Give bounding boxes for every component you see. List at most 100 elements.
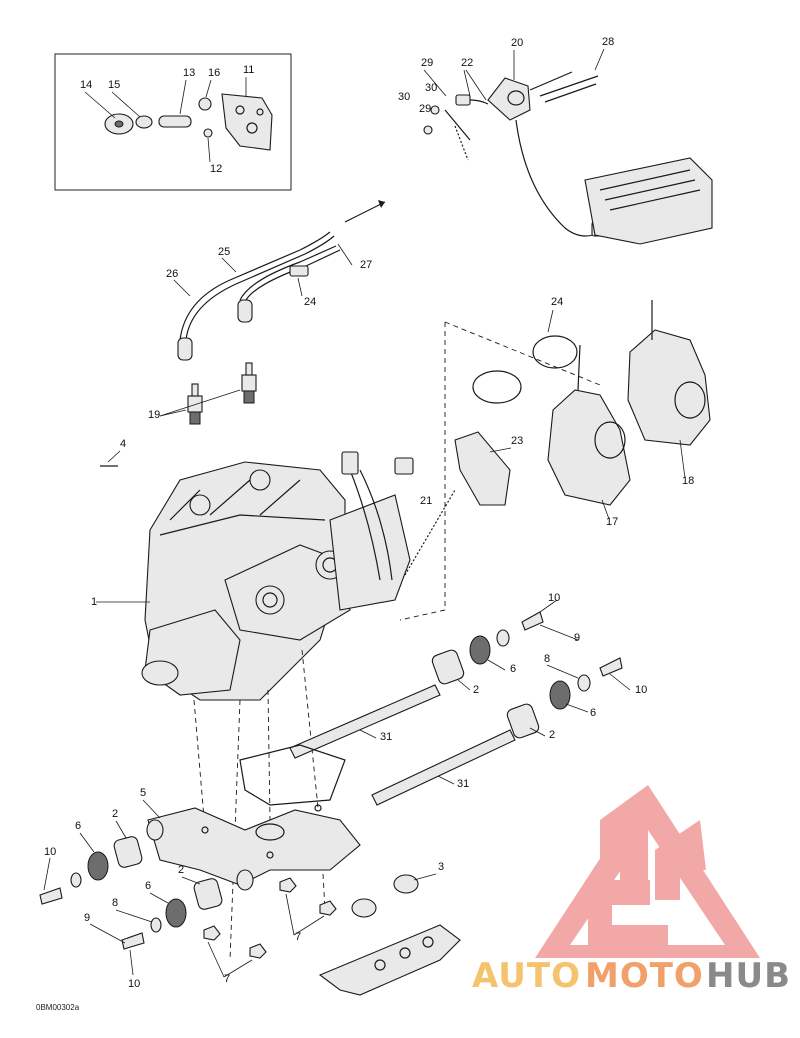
part-7-nut-b [319,900,337,916]
mount-shafts [289,684,516,806]
callout-c28: 28 [602,36,614,48]
crankshaft-end [141,660,179,686]
part-6-damper-c [87,851,109,881]
spark-plug-1-body [187,395,203,413]
watermark-logo [535,785,760,958]
callout-c30b: 30 [398,91,410,103]
callout-c10d: 10 [128,978,140,990]
lower-bracket [203,873,461,996]
callout-c10b: 10 [635,684,647,696]
clamp-small [532,335,578,369]
callout-c10c: 10 [44,846,56,858]
callout-c8a: 8 [544,653,550,665]
callout-c29a: 29 [421,57,433,69]
callout-c7b: 7 [224,973,230,985]
spark-plugs [159,362,257,425]
diagram-code: 0BM00302a [36,1003,80,1012]
callout-c6a: 6 [510,663,516,675]
part-7-nut-d [249,943,267,959]
watermark-word-moto: MOTO [585,956,704,996]
inset-frame [54,53,292,191]
rotary-valve-cover [329,494,411,611]
part-21-hose [404,489,456,576]
callout-c2d: 2 [178,864,184,876]
callout-c15: 15 [108,79,120,91]
callout-c17: 17 [606,516,618,528]
callout-c16: 16 [208,67,220,79]
callout-c3: 3 [438,861,444,873]
inset-detail [54,53,292,191]
part-11-bracket [221,93,273,151]
part-6-damper-d [165,898,187,928]
part-9-bolt-d [121,932,145,950]
spark-plug-cap-1 [177,337,193,361]
watermark-word-auto: AUTO [472,956,581,996]
part-20-switch [487,77,531,121]
callout-c31a: 31 [380,731,392,743]
spark-plug-wires [173,200,386,361]
engine-mount-plate [142,744,361,891]
callout-c5: 5 [140,787,146,799]
clamp-large [472,370,522,404]
part-13-sleeve [158,115,192,128]
callout-c20: 20 [511,37,523,49]
part-2-mount-d [193,878,223,910]
part-2-mount-a [431,649,465,685]
callout-c29b: 29 [419,103,431,115]
part-15-washer [135,115,153,129]
callout-c4: 4 [120,438,126,450]
callout-c6d: 6 [145,880,151,892]
part-30-nut [430,105,440,115]
part-29-washer [423,125,433,135]
callout-c24b: 24 [551,296,563,308]
callout-c19: 19 [148,409,160,421]
part-7-nut-c [203,925,221,941]
fuel-primer [404,431,512,576]
support-bracket [318,924,461,996]
callout-c2c: 2 [112,808,118,820]
direction-arrow [378,200,385,208]
part-31-shaft-a [289,684,441,759]
wire-connector-1 [341,451,359,475]
callout-c23: 23 [511,435,523,447]
watermark-wordmark: AUTO MOTO HUB [472,956,791,996]
callout-c14: 14 [80,79,92,91]
callout-c22: 22 [461,57,473,69]
callout-c8b: 8 [112,897,118,909]
callout-c11: 11 [243,64,254,76]
callout-c13: 13 [183,67,195,79]
part-2-mount-c [113,836,143,868]
callout-c2b: 2 [549,729,555,741]
carburetors [399,300,711,621]
part-9-bolt-b [599,657,623,677]
ignition-assembly [423,48,713,245]
part-17-carburetor [547,389,631,506]
callout-c10a: 10 [548,592,560,604]
part-6-damper-b [549,680,571,710]
callout-c24a: 24 [304,296,316,308]
watermark-word-hub: HUB [706,956,791,996]
callout-c25: 25 [218,246,230,258]
part-22-connector [455,94,471,106]
engine-block [96,450,414,701]
engine-mounts-left [39,820,223,976]
callout-c1: 1 [91,596,97,608]
part-3-stopper-a [393,874,419,894]
part-5-mount-plate [147,807,361,886]
wire-connector-2 [394,457,414,475]
callout-c6c: 6 [75,820,81,832]
callout-c26: 26 [166,268,178,280]
part-2-mount-b [506,703,540,739]
part-16-ring [198,97,212,111]
spark-plug-cap-2 [237,299,253,323]
part-18-carburetor [627,329,711,446]
callout-c21: 21 [420,495,432,507]
part-7-nut-a [279,877,297,893]
part-12-nut [203,128,213,138]
part-24-clip [289,265,309,277]
callout-c31b: 31 [457,778,469,790]
part-3-stopper-b [351,898,377,918]
part-31-shaft-b [371,729,516,806]
part-23-cap [454,431,511,506]
